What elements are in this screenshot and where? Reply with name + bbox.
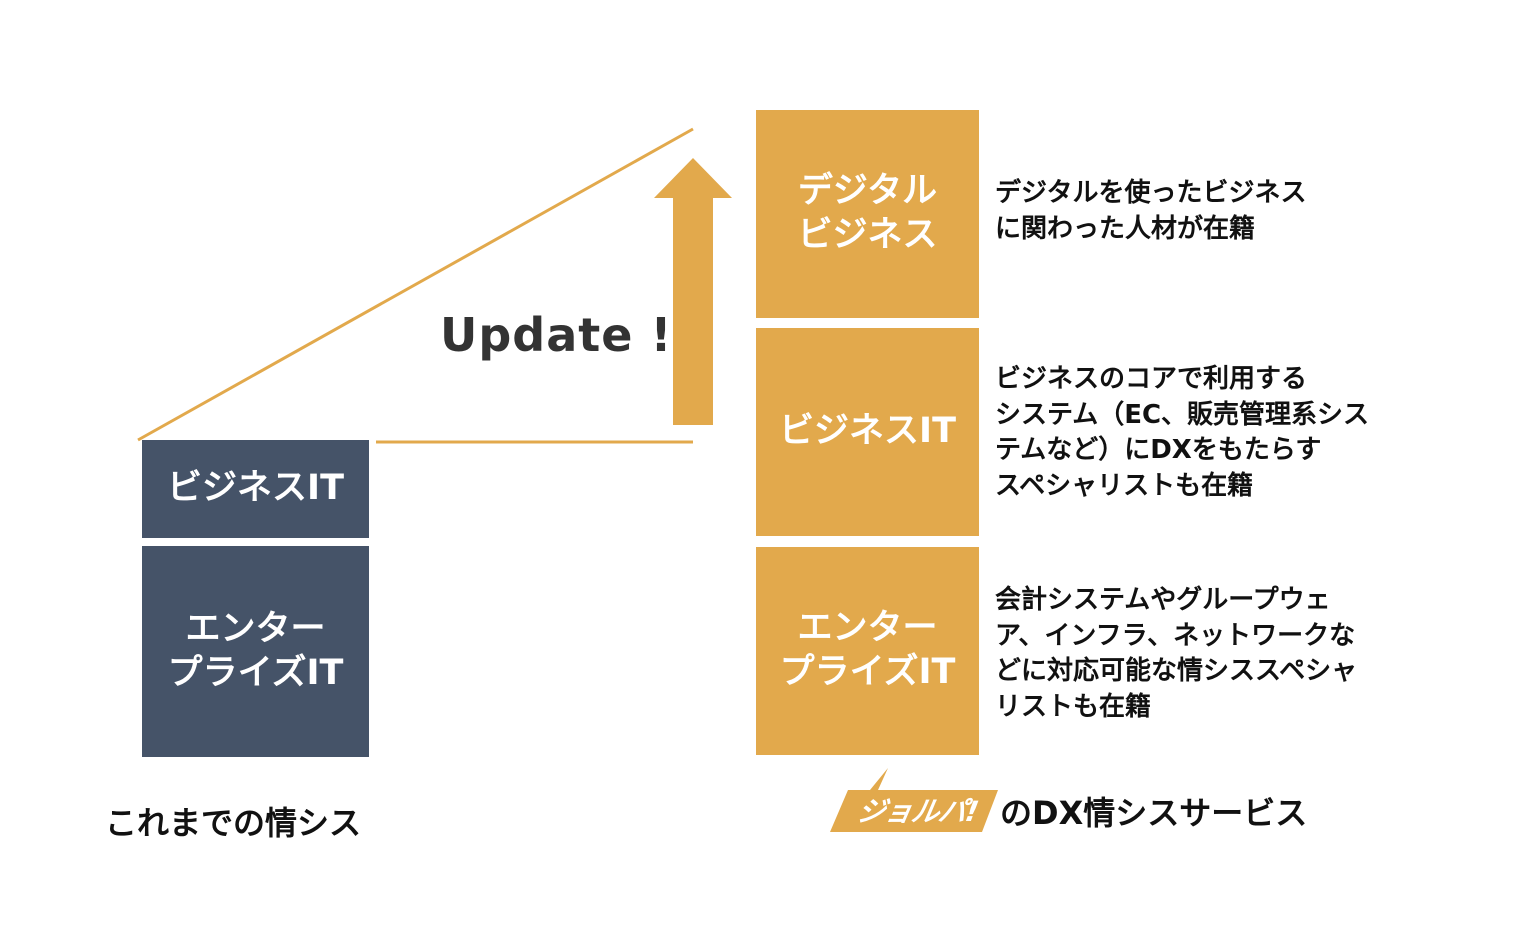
legacy-enterprise-it-label: エンター プライズIT xyxy=(167,608,344,693)
dx-business-it-block: ビジネスIT xyxy=(756,328,979,536)
legacy-business-it-block: ビジネスIT xyxy=(142,440,369,538)
digital-business-block: デジタル ビジネス xyxy=(756,110,979,318)
digital-business-description: デジタルを使ったビジネス に関わった人材が在籍 xyxy=(995,178,1307,244)
update-label: Update ! xyxy=(440,308,673,362)
legacy-enterprise-it-block: エンター プライズIT xyxy=(142,546,369,757)
brand-logo-shape-icon xyxy=(830,768,998,832)
enterprise-it-description: 会計システムやグループウェ ア、インフラ、ネットワークな どに対応可能な情シスス… xyxy=(995,585,1358,722)
business-it-description: ビジネスのコアで利用する システム（EC、販売管理系シス テムなど）にDXをもた… xyxy=(995,364,1370,501)
dx-service-caption: のDX情シスサービス xyxy=(1000,794,1308,832)
legacy-caption: これまでの情シス xyxy=(105,804,362,842)
up-arrow-icon xyxy=(654,158,732,425)
dx-business-it-label: ビジネスIT xyxy=(779,411,956,452)
digital-business-label: デジタル ビジネス xyxy=(797,171,938,255)
dx-enterprise-it-label: エンター プライズIT xyxy=(779,608,956,692)
brand-logo: ジョルパ! xyxy=(830,768,1000,836)
legacy-business-it-label: ビジネスIT xyxy=(167,468,344,509)
dx-enterprise-it-block: エンター プライズIT xyxy=(756,547,979,755)
diagonal-growth-line xyxy=(137,127,694,442)
brand-logo-text: ジョルパ! xyxy=(854,795,981,828)
